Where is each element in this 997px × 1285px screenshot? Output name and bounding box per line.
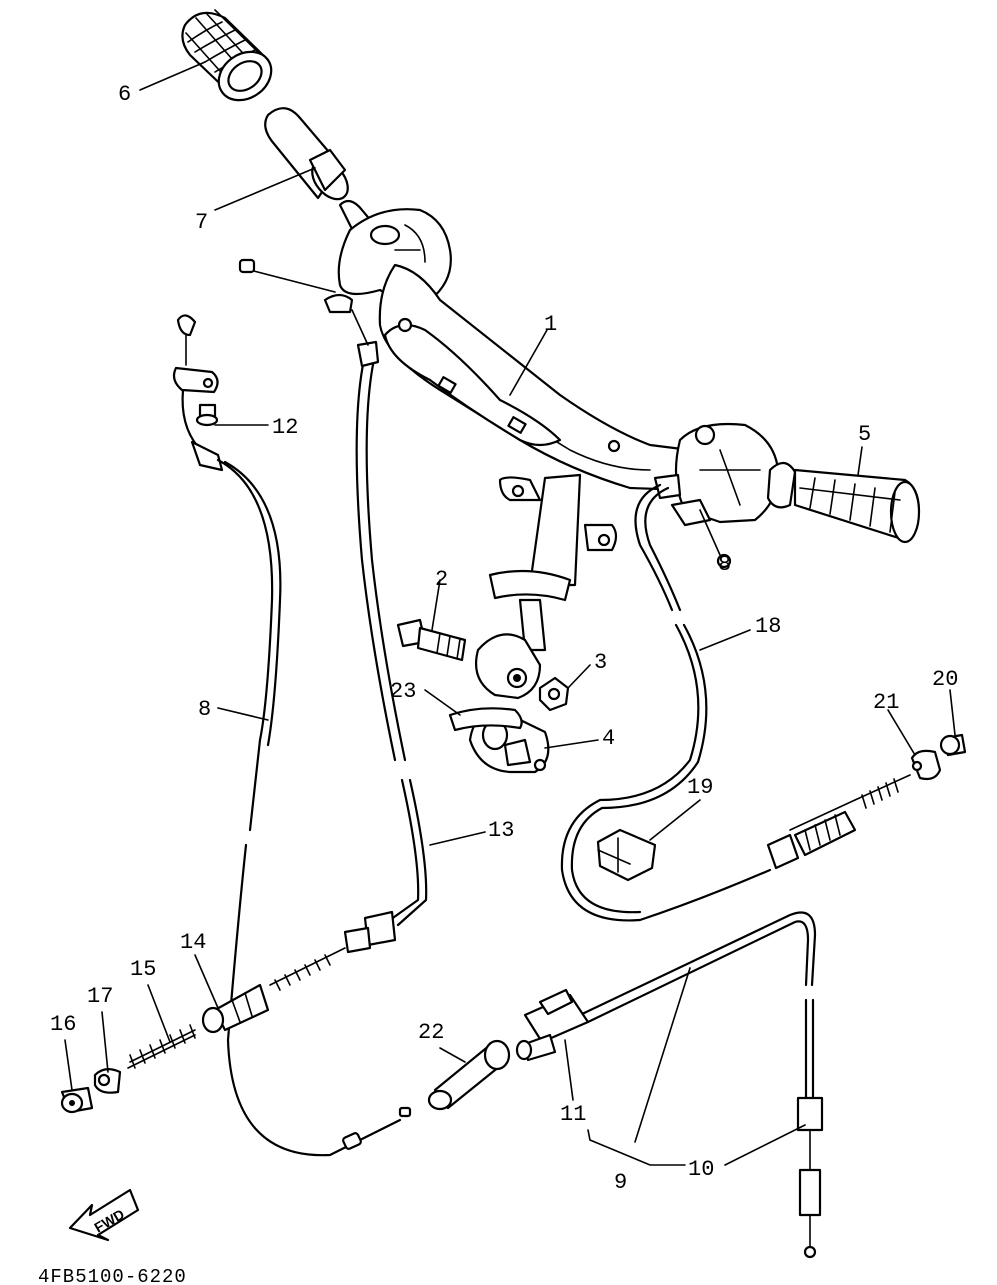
clamp-part-4 [468,711,550,774]
callout-labels: 6 7 1 5 12 8 2 18 3 20 23 21 8 4 19 13 1… [50,82,958,1195]
cable-part-10 [796,998,824,1259]
cap-part-20 [939,733,967,757]
callout-23: 23 [390,679,416,704]
left-grip-part-6 [181,9,273,102]
callout-8-left: 8 [198,697,211,722]
handlebar-part-1 [378,263,692,700]
guide-part-22 [427,1039,511,1111]
callout-5: 5 [858,422,871,447]
callout-21: 21 [873,690,899,715]
band-part-23 [448,707,523,732]
callout-7: 7 [195,210,208,235]
callout-17: 17 [87,984,113,1009]
callout-15: 15 [130,957,156,982]
callout-4: 4 [602,726,615,751]
cable-part-18 [560,473,911,922]
callout-11: 11 [560,1102,586,1127]
callout-1: 1 [544,312,557,337]
callout-2: 2 [435,567,448,592]
callout-8-right: 8 [718,552,731,577]
adjuster-part-17 [93,1068,122,1094]
cable-part-8 [216,458,412,1157]
right-grip-part-5 [670,422,921,569]
choke-lever-parts [172,314,224,472]
leader-lines [64,61,956,1166]
callout-12: 12 [272,415,298,440]
bolt-part-2 [396,618,467,662]
callout-3: 3 [594,650,607,675]
callout-19: 19 [687,775,713,800]
nut-part-3 [538,676,570,712]
callout-22: 22 [418,1020,444,1045]
callout-14: 14 [180,930,206,955]
callout-9: 9 [614,1170,627,1195]
callout-10: 10 [688,1157,714,1182]
throttle-grip-part-7 [264,107,349,201]
callout-18: 18 [755,614,781,639]
callout-16: 16 [50,1012,76,1037]
cable-part-9 [515,911,817,1062]
diagram-part-code: 4FB5100-6220 [38,1266,187,1285]
cable-part-13 [201,309,428,1034]
cap-part-16 [60,1086,94,1114]
adjuster-part-21 [910,749,942,781]
callout-6: 6 [118,82,131,107]
spring-part-15 [127,1024,196,1069]
forward-direction-arrow: FWD [68,1188,140,1242]
callout-20: 20 [932,667,958,692]
holder-part-19 [596,828,657,882]
callout-13: 13 [488,818,514,843]
